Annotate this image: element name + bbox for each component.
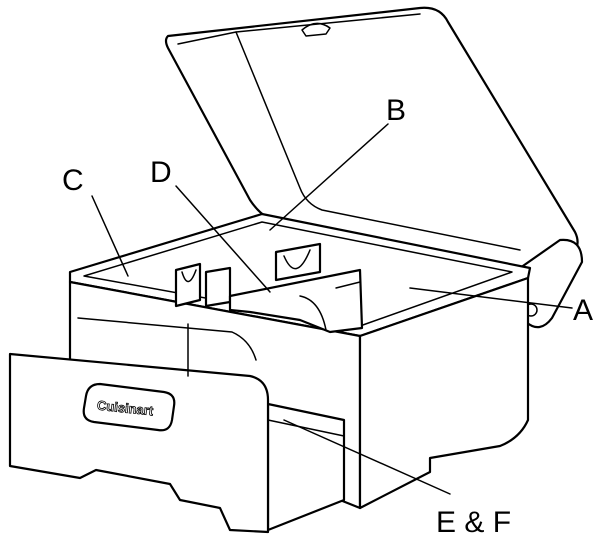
label-b: B: [386, 94, 406, 127]
label-d: D: [150, 156, 172, 189]
label-a: A: [573, 294, 593, 327]
brand-logo-text: Cuisinart: [96, 398, 154, 419]
leader-line-c: [91, 195, 129, 277]
label-c: C: [62, 164, 84, 197]
leader-lines: [91, 123, 573, 495]
leader-line-d: [175, 185, 271, 293]
leader-line-a: [409, 287, 573, 309]
leader-line-b: [269, 123, 389, 231]
interior-holders: [174, 242, 364, 334]
label-e-f: E & F: [436, 506, 511, 539]
drawer: [8, 317, 346, 534]
brand-logo: Cuisinart: [82, 382, 176, 432]
leader-line-ef: [283, 419, 451, 495]
